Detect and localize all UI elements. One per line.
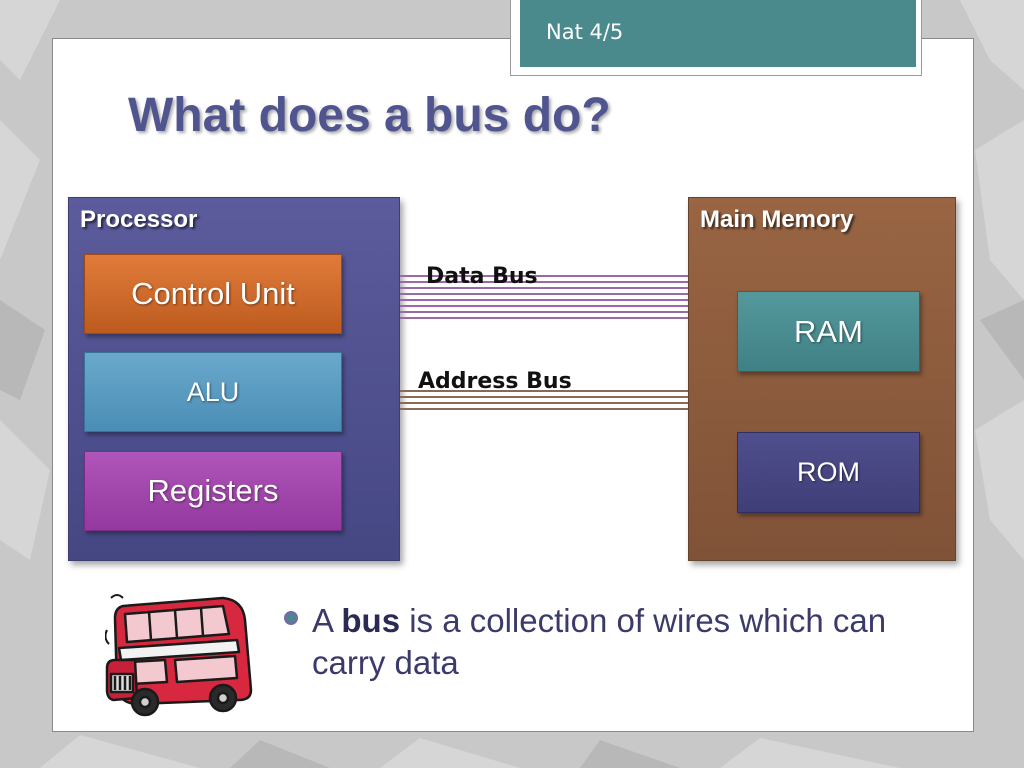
bullet-bold-term: bus xyxy=(341,602,401,639)
circle-bullet-icon xyxy=(284,611,298,625)
bullet-prefix: A xyxy=(312,602,333,639)
alu-box: ALU xyxy=(84,352,342,432)
registers-box: Registers xyxy=(84,451,342,531)
memory-title: Main Memory xyxy=(700,206,854,233)
bullet-rest: is a collection of wires which can carry… xyxy=(312,602,887,681)
processor-title: Processor xyxy=(80,206,198,233)
data-bus-label: Data Bus xyxy=(426,264,538,289)
red-double-decker-bus-icon xyxy=(105,594,253,717)
rom-box: ROM xyxy=(737,432,920,513)
ram-box: RAM xyxy=(737,291,920,372)
level-tag xyxy=(520,0,916,67)
slide-title: What does a bus do? xyxy=(128,89,611,142)
address-bus-label: Address Bus xyxy=(418,369,572,394)
control-unit-box: Control Unit xyxy=(84,254,342,334)
level-tag-label: Nat 4/5 xyxy=(546,20,624,44)
bullet-text: A bus is a collection of wires which can… xyxy=(312,600,932,684)
